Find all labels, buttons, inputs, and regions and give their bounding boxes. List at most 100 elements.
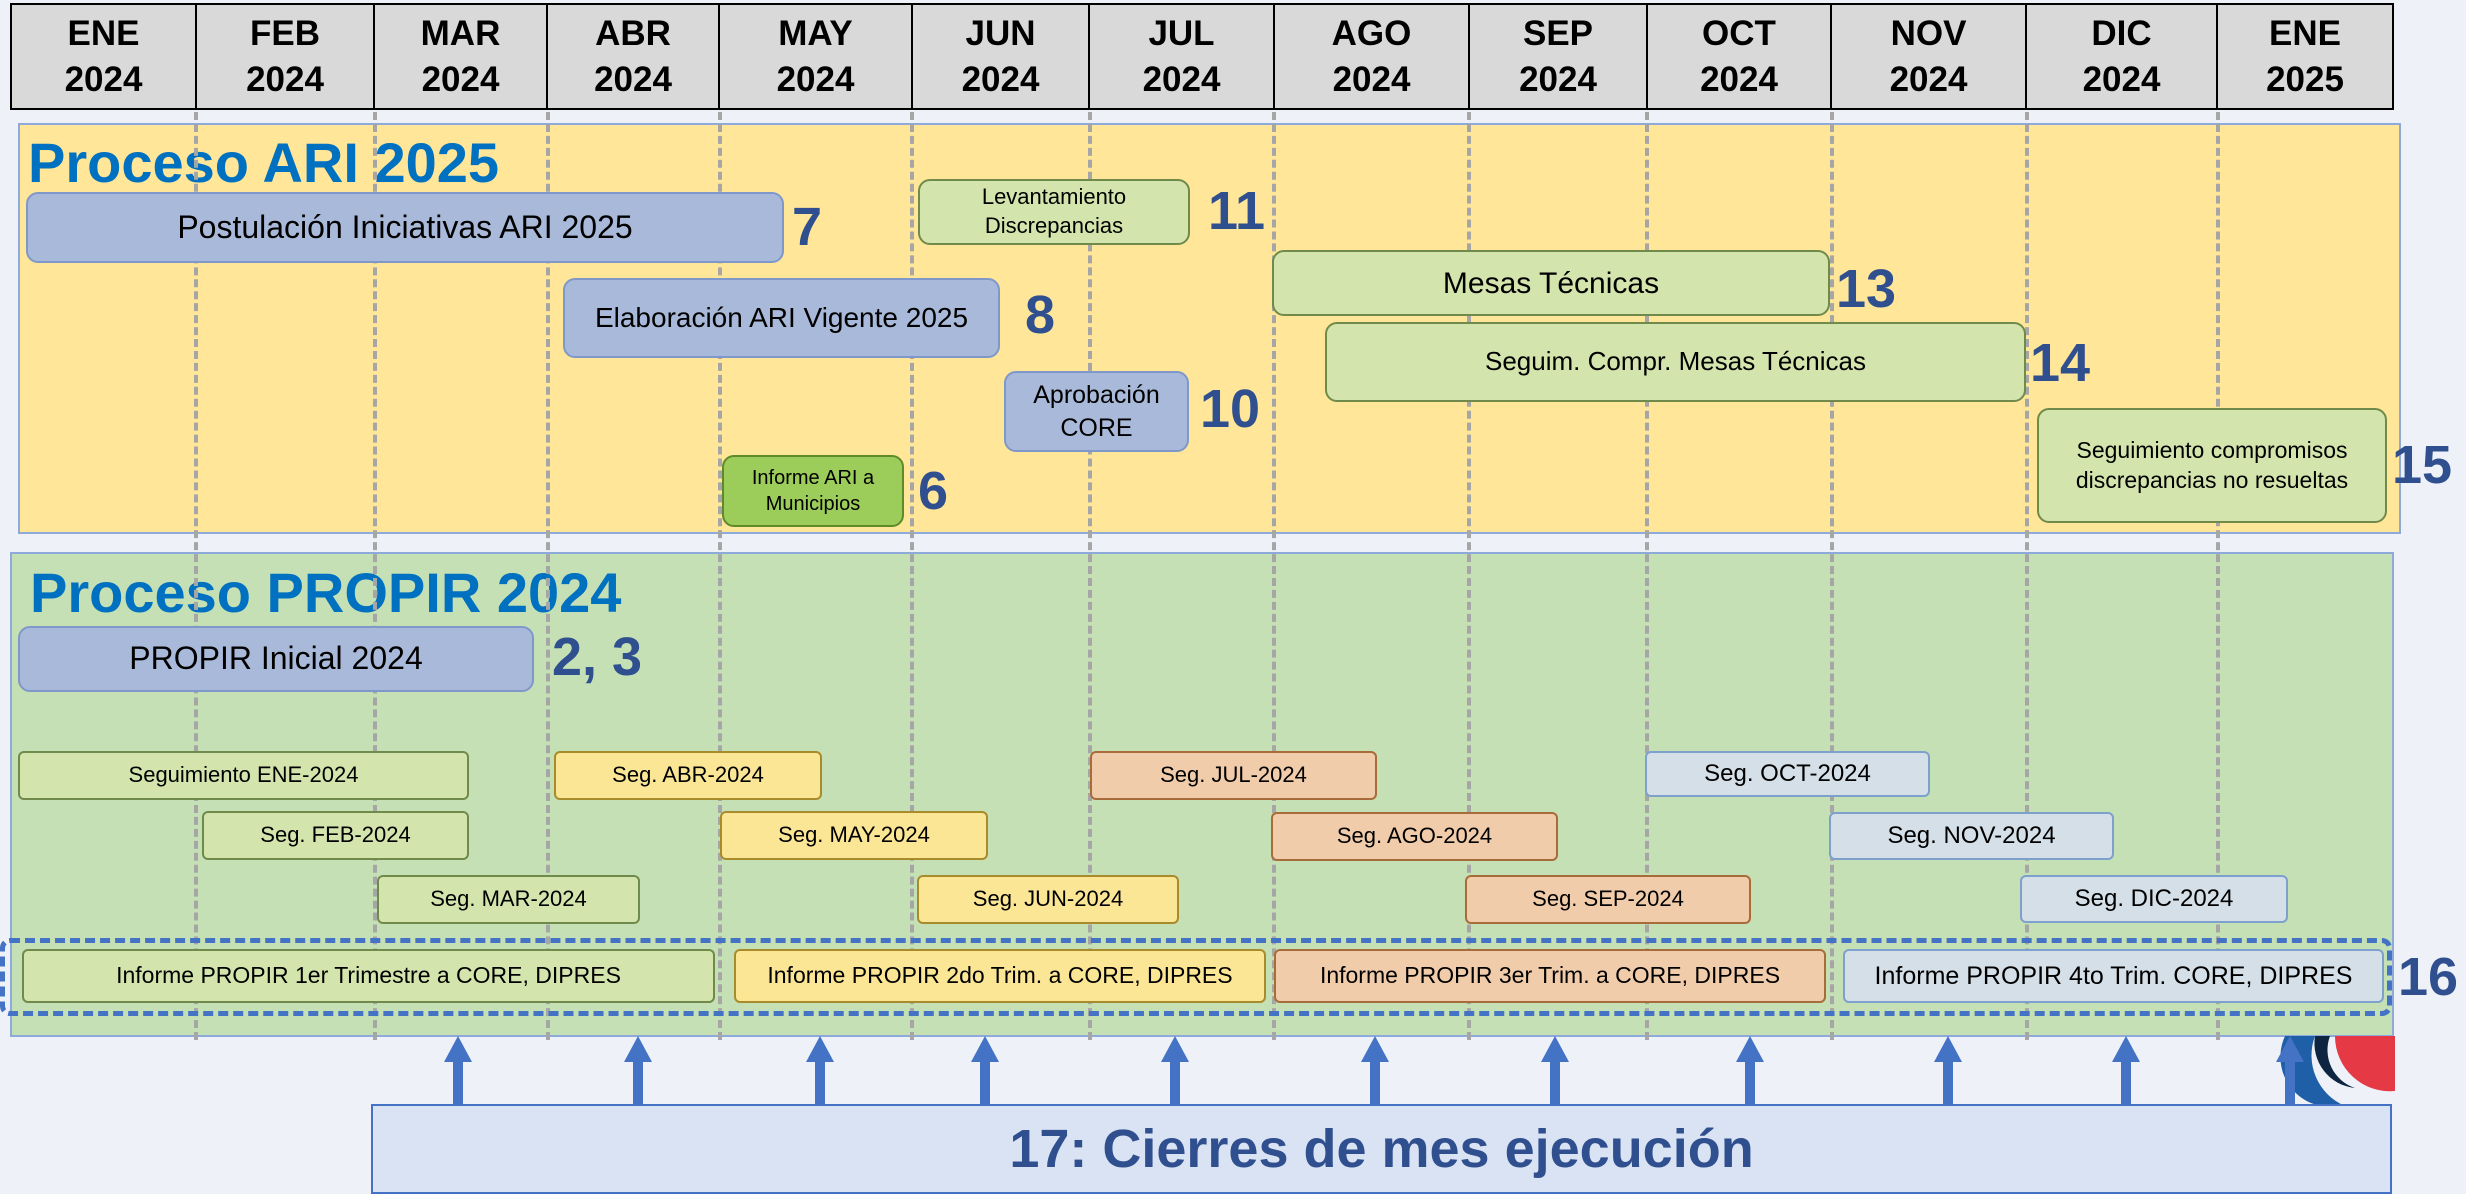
month-label: JUL: [1148, 13, 1215, 53]
month-guide-line: [910, 112, 914, 1040]
seg-nov-box: Seg. NOV-2024: [1829, 812, 2114, 860]
informe-ari-number: 6: [918, 461, 949, 521]
month-guide-line: [718, 112, 722, 1040]
month-label: FEB: [250, 13, 320, 53]
seg-abr-box: Seg. ABR-2024: [554, 751, 822, 800]
seguim-mesas-number: 14: [2030, 333, 2091, 393]
up-arrow-icon: [806, 1036, 834, 1106]
month-label: ENE: [67, 13, 140, 53]
year-label: 2024: [1889, 59, 1968, 99]
month-label: AGO: [1331, 13, 1412, 53]
seg-feb-box: Seg. FEB-2024: [202, 811, 469, 860]
month-label: MAR: [420, 13, 501, 53]
quarterly-reports-outline: [0, 938, 2392, 1016]
propir-inicial-number: 2, 3: [552, 627, 643, 687]
month-header-cell: NOV 2024: [1832, 3, 2027, 110]
up-arrow-icon: [2112, 1036, 2140, 1106]
year-label: 2024: [246, 59, 324, 99]
informe-q3-box: Informe PROPIR 3er Trim. a CORE, DIPRES: [1274, 949, 1826, 1003]
ari-title: Proceso ARI 2025: [28, 131, 500, 194]
seguimiento-discrepancias-box: Seguimiento compromisos discrepancias no…: [2037, 408, 2387, 523]
month-label: DIC: [2091, 13, 2152, 53]
up-arrow-icon: [971, 1036, 999, 1106]
propir-inicial-box: PROPIR Inicial 2024: [18, 626, 534, 692]
informe-ari-box: Informe ARI a Municipios: [722, 455, 904, 527]
mesas-tecnicas-box: Mesas Técnicas: [1272, 250, 1830, 316]
month-header-cell: MAY 2024: [720, 3, 913, 110]
elaboracion-box: Elaboración ARI Vigente 2025: [563, 278, 1000, 358]
up-arrow-icon: [1541, 1036, 1569, 1106]
up-arrow-icon: [1736, 1036, 1764, 1106]
up-arrow-icon: [2276, 1036, 2304, 1106]
month-guide-line: [546, 112, 550, 1040]
month-label: ENE: [2269, 13, 2341, 53]
year-label: 2024: [2082, 59, 2161, 99]
up-arrow-icon: [1361, 1036, 1389, 1106]
month-header-cell: SEP 2024: [1470, 3, 1648, 110]
year-label: 2024: [1332, 59, 1411, 99]
up-arrow-icon: [1161, 1036, 1189, 1106]
month-guide-line: [2025, 112, 2029, 1040]
year-label: 2025: [2266, 59, 2344, 99]
month-label: OCT: [1702, 13, 1776, 53]
seg-dic-box: Seg. DIC-2024: [2020, 875, 2288, 923]
elaboracion-number: 8: [1025, 285, 1056, 345]
informes-number: 16: [2398, 947, 2459, 1007]
month-label: ABR: [595, 13, 671, 53]
up-arrow-icon: [444, 1036, 472, 1106]
levantamiento-box: Levantamiento Discrepancias: [918, 179, 1190, 245]
seg-oct-box: Seg. OCT-2024: [1645, 751, 1930, 797]
seg-sep-box: Seg. SEP-2024: [1465, 875, 1751, 924]
seg-jun-box: Seg. JUN-2024: [917, 875, 1179, 924]
month-header-cell: OCT 2024: [1648, 3, 1832, 110]
month-header-cell: JUN 2024: [913, 3, 1090, 110]
year-label: 2024: [1142, 59, 1221, 99]
levantamiento-number: 11: [1208, 181, 1266, 241]
year-label: 2024: [594, 59, 672, 99]
up-arrow-icon: [1934, 1036, 1962, 1106]
mesas-tecnicas-number: 13: [1836, 259, 1897, 319]
month-label: SEP: [1522, 13, 1594, 53]
month-header-cell: ENE 2024: [10, 3, 197, 110]
cierre-arrows: [444, 1036, 2304, 1106]
seg-jul-box: Seg. JUL-2024: [1090, 751, 1377, 800]
seg-may-box: Seg. MAY-2024: [720, 811, 988, 860]
propir-title: Proceso PROPIR 2024: [30, 561, 622, 624]
month-guide-line: [1272, 112, 1276, 1040]
month-label: JUN: [965, 13, 1036, 53]
informe-q2-box: Informe PROPIR 2do Trim. a CORE, DIPRES: [734, 949, 1266, 1003]
month-guide-line: [1088, 112, 1092, 1040]
month-guide-line: [1645, 112, 1649, 1040]
year-label: 2024: [1700, 59, 1778, 99]
seguim-mesas-box: Seguim. Compr. Mesas Técnicas: [1325, 322, 2026, 402]
cierres-box: 17: Cierres de mes ejecución: [371, 1104, 2392, 1194]
seg-mar-box: Seg. MAR-2024: [377, 875, 640, 924]
month-header-cell: MAR 2024: [375, 3, 548, 110]
postulacion-box: Postulación Iniciativas ARI 2025: [26, 192, 784, 263]
year-label: 2024: [1519, 59, 1597, 99]
seg-ago-box: Seg. AGO-2024: [1271, 812, 1558, 861]
month-label: NOV: [1890, 13, 1967, 53]
month-header-cell: DIC 2024: [2027, 3, 2218, 110]
month-header-cell: ENE 2025: [2218, 3, 2394, 110]
aprobacion-core-box: Aprobación CORE: [1004, 371, 1189, 452]
month-label: MAY: [778, 13, 853, 53]
year-label: 2024: [961, 59, 1040, 99]
month-header-cell: AGO 2024: [1275, 3, 1470, 110]
informe-q4-box: Informe PROPIR 4to Trim. CORE, DIPRES: [1843, 949, 2384, 1003]
informe-q1-box: Informe PROPIR 1er Trimestre a CORE, DIP…: [22, 949, 715, 1003]
month-header-cell: FEB 2024: [197, 3, 375, 110]
month-guide-line: [2216, 112, 2220, 1040]
month-guide-line: [1830, 112, 1834, 1040]
year-label: 2024: [776, 59, 855, 99]
year-label: 2024: [421, 59, 500, 99]
seguimiento-discrepancias-number: 15: [2392, 435, 2453, 495]
month-guide-line: [1467, 112, 1471, 1040]
month-guide-line: [194, 112, 198, 1040]
month-header-cell: ABR 2024: [548, 3, 720, 110]
year-label: 2024: [64, 59, 143, 99]
up-arrow-icon: [624, 1036, 652, 1106]
postulacion-number: 7: [792, 197, 823, 257]
month-header-cell: JUL 2024: [1090, 3, 1275, 110]
seg-ene-box: Seguimiento ENE-2024: [18, 751, 469, 800]
